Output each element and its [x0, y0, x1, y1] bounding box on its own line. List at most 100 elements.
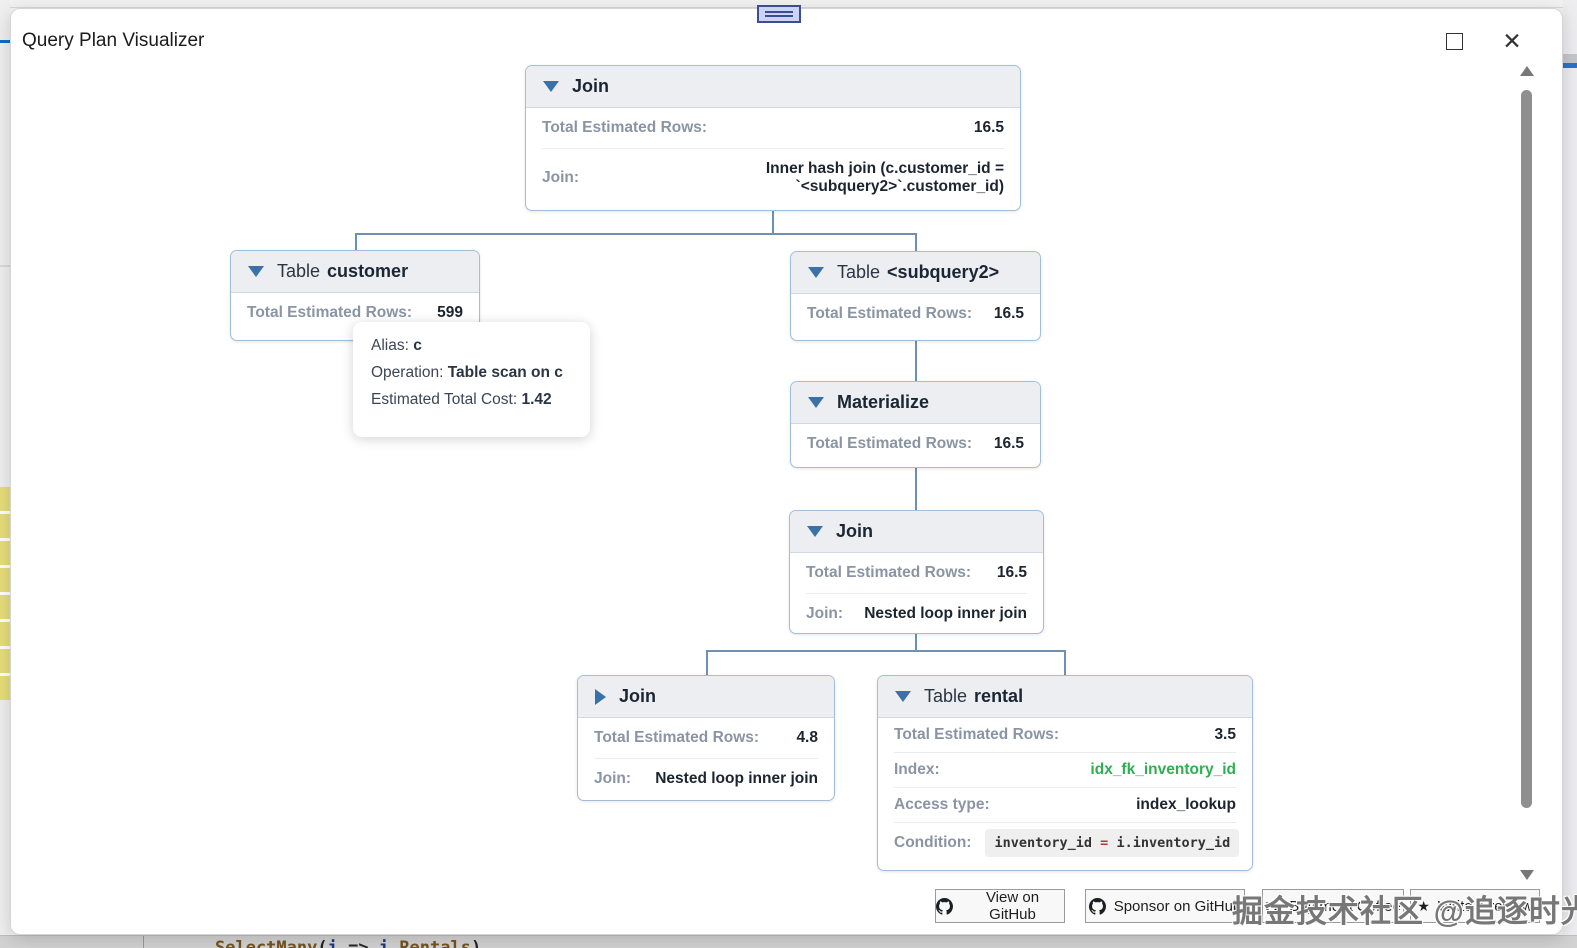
- sponsor-on-github-button[interactable]: Sponsor on GitHub: [1085, 889, 1245, 923]
- row-label: Index:: [894, 761, 940, 778]
- button-label: View on GitHub: [985, 889, 1040, 923]
- connector-line: [706, 650, 1065, 652]
- node-row-total-rows: Total Estimated Rows: 16.5: [806, 553, 1027, 593]
- scrollbar-thumb[interactable]: [1521, 90, 1532, 808]
- code-paren: ): [470, 938, 482, 948]
- node-title: Table <subquery2>: [837, 262, 999, 283]
- node-row-total-rows: Total Estimated Rows: 16.5: [807, 424, 1024, 464]
- plan-node-materialize: Materialize Total Estimated Rows: 16.5: [790, 381, 1041, 468]
- tooltip-label: Alias:: [371, 337, 409, 354]
- node-header-materialize[interactable]: Materialize: [791, 382, 1040, 424]
- node-row-total-rows: Total Estimated Rows: 4.8: [594, 718, 818, 758]
- row-label: Total Estimated Rows:: [247, 304, 413, 321]
- row-label: Total Estimated Rows:: [807, 305, 973, 322]
- editor-margin-line: [143, 936, 144, 948]
- node-header-table-subquery2[interactable]: Table <subquery2>: [791, 252, 1040, 294]
- drag-handle-bar: [765, 11, 793, 13]
- left-divider-line: [0, 265, 10, 267]
- node-header-table-rental[interactable]: Table rental: [878, 676, 1252, 718]
- tooltip-value: c: [413, 337, 422, 354]
- close-button[interactable]: ✕: [1498, 26, 1526, 56]
- tooltip-value: Table scan on c: [447, 364, 563, 381]
- node-table-name: <subquery2>: [887, 262, 1000, 282]
- row-label: Total Estimated Rows:: [806, 564, 972, 581]
- row-label: Total Estimated Rows:: [542, 119, 708, 136]
- background-yellow-rows: [0, 487, 10, 700]
- row-value: 16.5: [973, 119, 1004, 136]
- row-value: 4.8: [796, 729, 818, 746]
- node-row-join: Join: Nested loop inner join: [806, 593, 1027, 634]
- collapse-triangle-icon[interactable]: [248, 266, 264, 277]
- buy-me-a-coffee-button[interactable]: Buy me a Coffee: [1262, 889, 1404, 923]
- tooltip-value: 1.42: [521, 391, 552, 408]
- row-label: Total Estimated Rows:: [894, 726, 1060, 743]
- code-param: i: [378, 938, 390, 948]
- background-right-strip: [1563, 0, 1577, 948]
- github-icon: [936, 897, 953, 915]
- node-row-total-rows: Total Estimated Rows: 16.5: [542, 108, 1004, 148]
- github-icon: [1088, 897, 1106, 915]
- row-value: 16.5: [993, 435, 1024, 452]
- write-a-review-button[interactable]: ★ Write a review: [1410, 889, 1540, 923]
- button-label: Buy me a Coffee: [1289, 897, 1401, 915]
- drag-handle-bar: [765, 15, 793, 17]
- node-title: Join: [619, 686, 657, 706]
- node-title: Join: [572, 76, 610, 96]
- node-table-name: rental: [974, 686, 1024, 706]
- row-label: Total Estimated Rows:: [807, 435, 973, 452]
- connector-line: [915, 634, 917, 650]
- view-on-github-button[interactable]: View on GitHub: [935, 889, 1065, 923]
- plan-node-table-subquery2: Table <subquery2> Total Estimated Rows: …: [790, 251, 1041, 341]
- condition-left: inventory_id: [994, 835, 1093, 851]
- right-gray-strip: [1563, 54, 1577, 63]
- node-title: Materialize: [837, 392, 930, 412]
- tooltip-label: Estimated Total Cost:: [371, 391, 518, 408]
- dock-drag-handle[interactable]: [757, 5, 801, 23]
- node-row-condition: Condition: inventory_id = i.inventory_id: [894, 822, 1240, 863]
- expand-triangle-icon[interactable]: [595, 688, 606, 705]
- row-value: index_lookup: [1136, 796, 1236, 813]
- row-label: Total Estimated Rows:: [594, 729, 760, 746]
- node-header-join-root[interactable]: Join: [526, 66, 1020, 108]
- collapse-triangle-icon[interactable]: [807, 526, 823, 537]
- window-title: Query Plan Visualizer: [22, 30, 205, 51]
- scrollbar-down-arrow-icon[interactable]: [1520, 870, 1534, 880]
- node-row-index: Index: idx_fk_inventory_id: [894, 752, 1236, 787]
- node-title: Join: [836, 521, 874, 541]
- row-label: Join:: [594, 770, 632, 787]
- node-row-access-type: Access type: index_lookup: [894, 787, 1236, 822]
- tooltip-alias-line: Alias: c: [371, 337, 572, 355]
- collapse-triangle-icon[interactable]: [543, 81, 559, 92]
- node-row-join: Join: Nested loop inner join: [594, 758, 818, 799]
- row-label: Condition:: [894, 834, 972, 851]
- background-left-strip: [0, 0, 10, 948]
- index-name-value: idx_fk_inventory_id: [1090, 761, 1236, 778]
- maximize-button[interactable]: [1446, 33, 1463, 50]
- connector-line: [915, 233, 917, 251]
- editor-code-line: SelectMany(i => i.Rentals): [215, 938, 481, 948]
- code-method: SelectMany: [215, 938, 318, 948]
- node-header-table-customer[interactable]: Table customer: [231, 251, 479, 293]
- row-value: Nested loop inner join: [655, 770, 818, 787]
- row-value: Inner hash join (c.customer_id = `<subqu…: [765, 160, 1004, 195]
- node-row-total-rows: Total Estimated Rows: 16.5: [807, 294, 1024, 334]
- node-table-name: customer: [327, 261, 409, 281]
- collapse-triangle-icon[interactable]: [808, 267, 824, 278]
- node-kind: Table: [837, 262, 881, 282]
- node-row-total-rows: Total Estimated Rows: 599: [247, 293, 463, 333]
- node-header-join-collapsed[interactable]: Join: [578, 676, 834, 718]
- star-icon: ★: [1417, 897, 1430, 914]
- node-row-total-rows: Total Estimated Rows: 3.5: [894, 718, 1236, 752]
- node-row-join: Join: Inner hash join (c.customer_id = `…: [542, 148, 1004, 207]
- node-header-join-middle[interactable]: Join: [790, 511, 1043, 553]
- row-value: 16.5: [996, 564, 1027, 581]
- code-property: Rentals: [399, 938, 471, 948]
- scrollbar-up-arrow-icon[interactable]: [1520, 66, 1534, 76]
- tooltip-cost-line: Estimated Total Cost: 1.42: [371, 391, 572, 409]
- node-title: Table rental: [924, 686, 1023, 707]
- connector-line: [1064, 650, 1066, 675]
- collapse-triangle-icon[interactable]: [808, 397, 824, 408]
- collapse-triangle-icon[interactable]: [895, 691, 911, 702]
- code-dot: .: [389, 938, 400, 948]
- tooltip-label: Operation:: [371, 364, 444, 381]
